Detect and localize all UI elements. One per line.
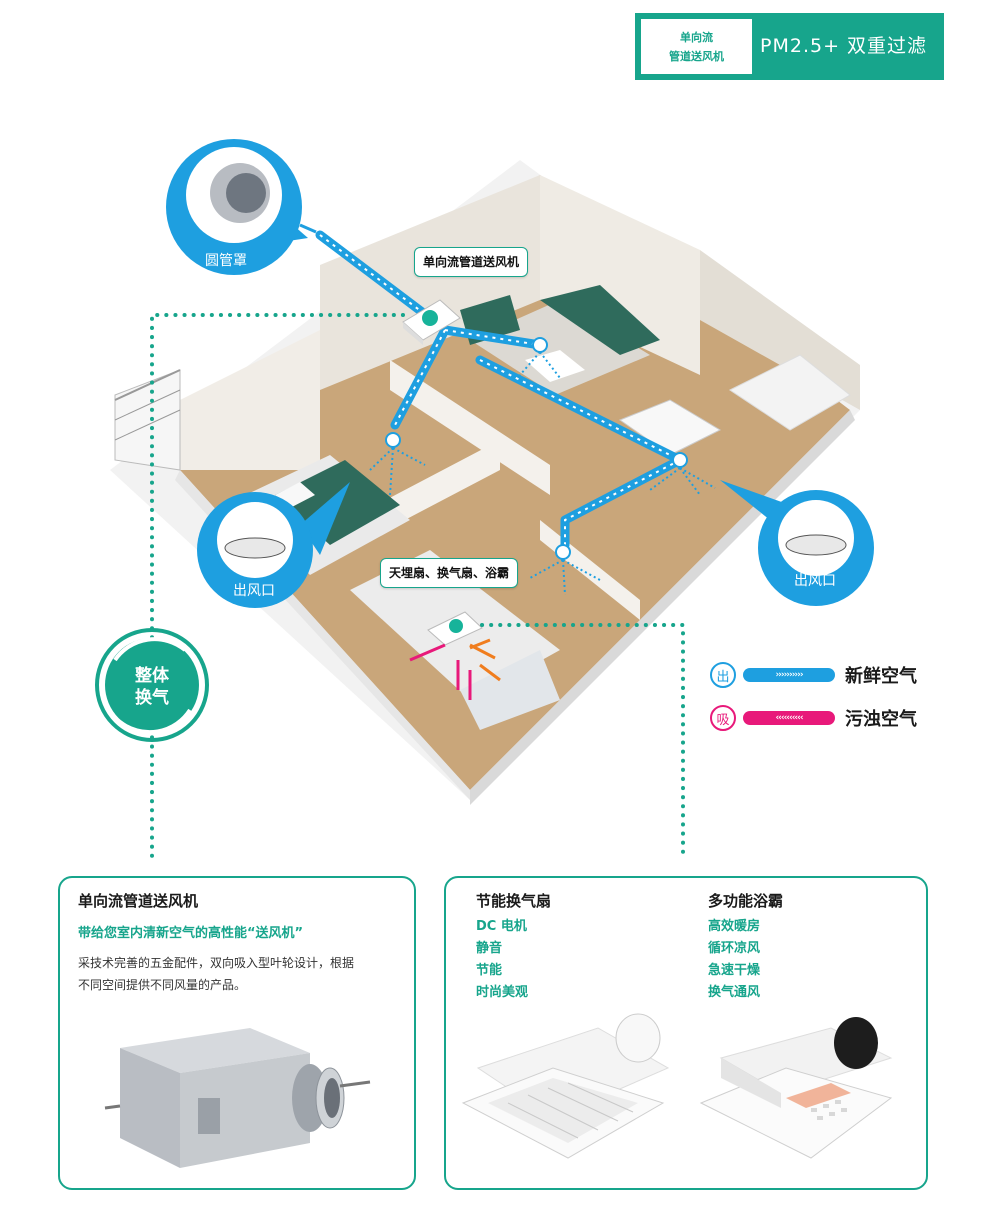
col1-item: 节能 xyxy=(476,963,503,978)
fan-unit xyxy=(402,299,461,345)
out-icon: 出 xyxy=(710,662,736,688)
col2-title: 多功能浴霸 xyxy=(708,892,784,910)
col2-item: 高效暖房 xyxy=(708,919,761,934)
outlet-right-label: 出风口 xyxy=(794,573,836,589)
cycle-line-1: 整体 xyxy=(135,666,169,686)
outlet-left-label: 出风口 xyxy=(233,583,275,599)
dirty-air-label: 污浊空气 xyxy=(845,709,917,730)
panel-fans: 节能换气扇 DC 电机 静音 节能 时尚美观 多功能浴霸 高效暖房 循环凉风 急… xyxy=(444,876,928,1190)
dirty-air-arrows: ‹‹‹‹‹‹‹‹‹‹ xyxy=(743,711,835,725)
fresh-air-label: 新鲜空气 xyxy=(845,666,917,687)
legend-fresh-air: 出 ›››››››››› 新鲜空气 xyxy=(710,662,917,688)
fresh-air-arrows: ›››››››››› xyxy=(743,668,835,682)
panel-left-body-line-1: 采技术完善的五金配件，双向吸入型叶轮设计，根据 xyxy=(78,956,355,970)
col1-item: DC 电机 xyxy=(476,919,527,934)
col2-item: 急速干燥 xyxy=(708,963,761,978)
badge-line-1: 单向流 xyxy=(680,30,713,44)
panel-left-title: 单向流管道送风机 xyxy=(78,892,199,910)
fan-label: 单向流管道送风机 xyxy=(414,247,529,277)
col2-features: 高效暖房 循环凉风 急速干燥 换气通风 xyxy=(708,916,760,1004)
duct-cover-label: 圆管罩 xyxy=(205,253,247,269)
in-icon: 吸 xyxy=(710,705,736,731)
col1-item: 静音 xyxy=(476,941,503,956)
badge-line-2: 管道送风机 xyxy=(669,49,724,63)
exhaust-fan-image xyxy=(461,1013,670,1159)
col1-item: 时尚美观 xyxy=(476,985,529,1000)
duct-fan-image xyxy=(104,1028,371,1168)
bath-heater-image xyxy=(699,1017,893,1159)
panel-left-body: 采技术完善的五金配件，双向吸入型叶轮设计，根据 不同空间提供不同风量的产品。 xyxy=(78,952,408,996)
col2-item: 换气通风 xyxy=(708,985,761,1000)
cycle-label: 整体 换气 xyxy=(124,665,180,709)
panel-left-subtitle: 带给您室内清新空气的高性能“送风机” xyxy=(78,926,304,941)
header-title: PM2.5+ 双重过滤 xyxy=(760,35,928,57)
bath-fan-label: 天埋扇、换气扇、浴霸 xyxy=(380,558,519,588)
outlet-left-callout xyxy=(197,482,350,608)
header-badge-label: 单向流 管道送风机 xyxy=(641,19,752,74)
house-illustration xyxy=(95,139,874,860)
legend-dirty-air: 吸 ‹‹‹‹‹‹‹‹‹‹ 污浊空气 xyxy=(710,705,917,731)
panel-duct-fan: 单向流管道送风机 带给您室内清新空气的高性能“送风机” 采技术完善的五金配件，双… xyxy=(58,876,416,1190)
col2-item: 循环凉风 xyxy=(708,941,761,956)
outlet-right-callout xyxy=(720,480,874,606)
duct-cover-callout xyxy=(166,139,308,275)
bath-fan-unit xyxy=(427,611,483,646)
col1-features: DC 电机 静音 节能 时尚美观 xyxy=(476,916,528,1004)
cycle-line-2: 换气 xyxy=(135,688,169,708)
cycle-icon xyxy=(95,628,209,742)
col1-title: 节能换气扇 xyxy=(476,892,552,910)
panel-left-body-line-2: 不同空间提供不同风量的产品。 xyxy=(78,978,247,992)
